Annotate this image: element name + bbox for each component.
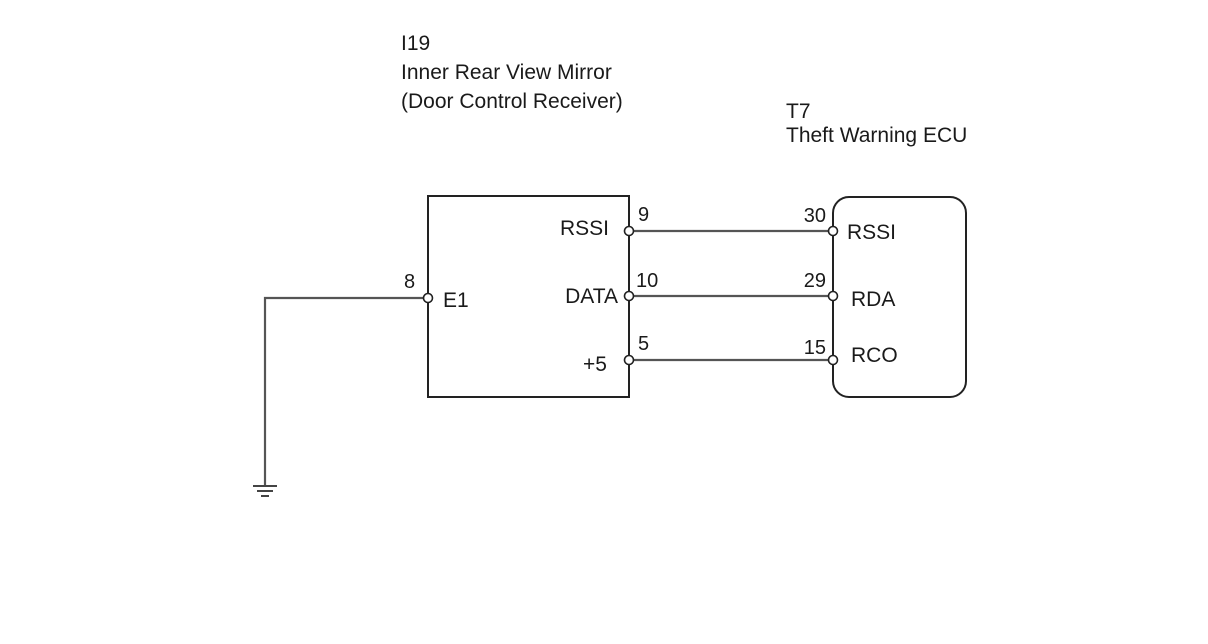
mirror-name: Inner Rear View Mirror: [401, 61, 612, 84]
terminal-circle-icon: [623, 225, 635, 237]
terminal-circle-icon: [623, 290, 635, 302]
ecu-name: Theft Warning ECU: [786, 124, 967, 147]
mirror-subname: (Door Control Receiver): [401, 90, 623, 113]
terminal-circle-icon: [827, 290, 839, 302]
mirror-pin-data-number: 10: [636, 270, 658, 292]
ecu-pin-rda-label: RDA: [851, 288, 895, 311]
mirror-pin-data-label: DATA: [565, 285, 618, 308]
ecu-pin-rda-number: 29: [804, 270, 826, 292]
mirror-pin-e1-number: 8: [404, 271, 415, 293]
ecu-pin-rco-label: RCO: [851, 344, 898, 367]
mirror-pin-rssi-number: 9: [638, 204, 649, 226]
mirror-pin-e1-label: E1: [443, 289, 469, 312]
wire-e1-ground: [263, 296, 424, 485]
mirror-pin-plus5-number: 5: [638, 333, 649, 355]
mirror-pin-plus5-label: +5: [583, 353, 607, 376]
terminal-circle-icon: [623, 354, 635, 366]
mirror-box: [427, 195, 630, 398]
ecu-code: T7: [786, 100, 811, 123]
terminal-circle-icon: [422, 292, 434, 304]
ecu-pin-rssi-label: RSSI: [847, 221, 896, 244]
mirror-pin-rssi-label: RSSI: [560, 217, 609, 240]
mirror-code: I19: [401, 32, 430, 55]
terminal-circle-icon: [827, 225, 839, 237]
ground-symbol-icon: [253, 485, 277, 497]
ecu-pin-rssi-number: 30: [804, 205, 826, 227]
terminal-circle-icon: [827, 354, 839, 366]
ecu-pin-rco-number: 15: [804, 337, 826, 359]
